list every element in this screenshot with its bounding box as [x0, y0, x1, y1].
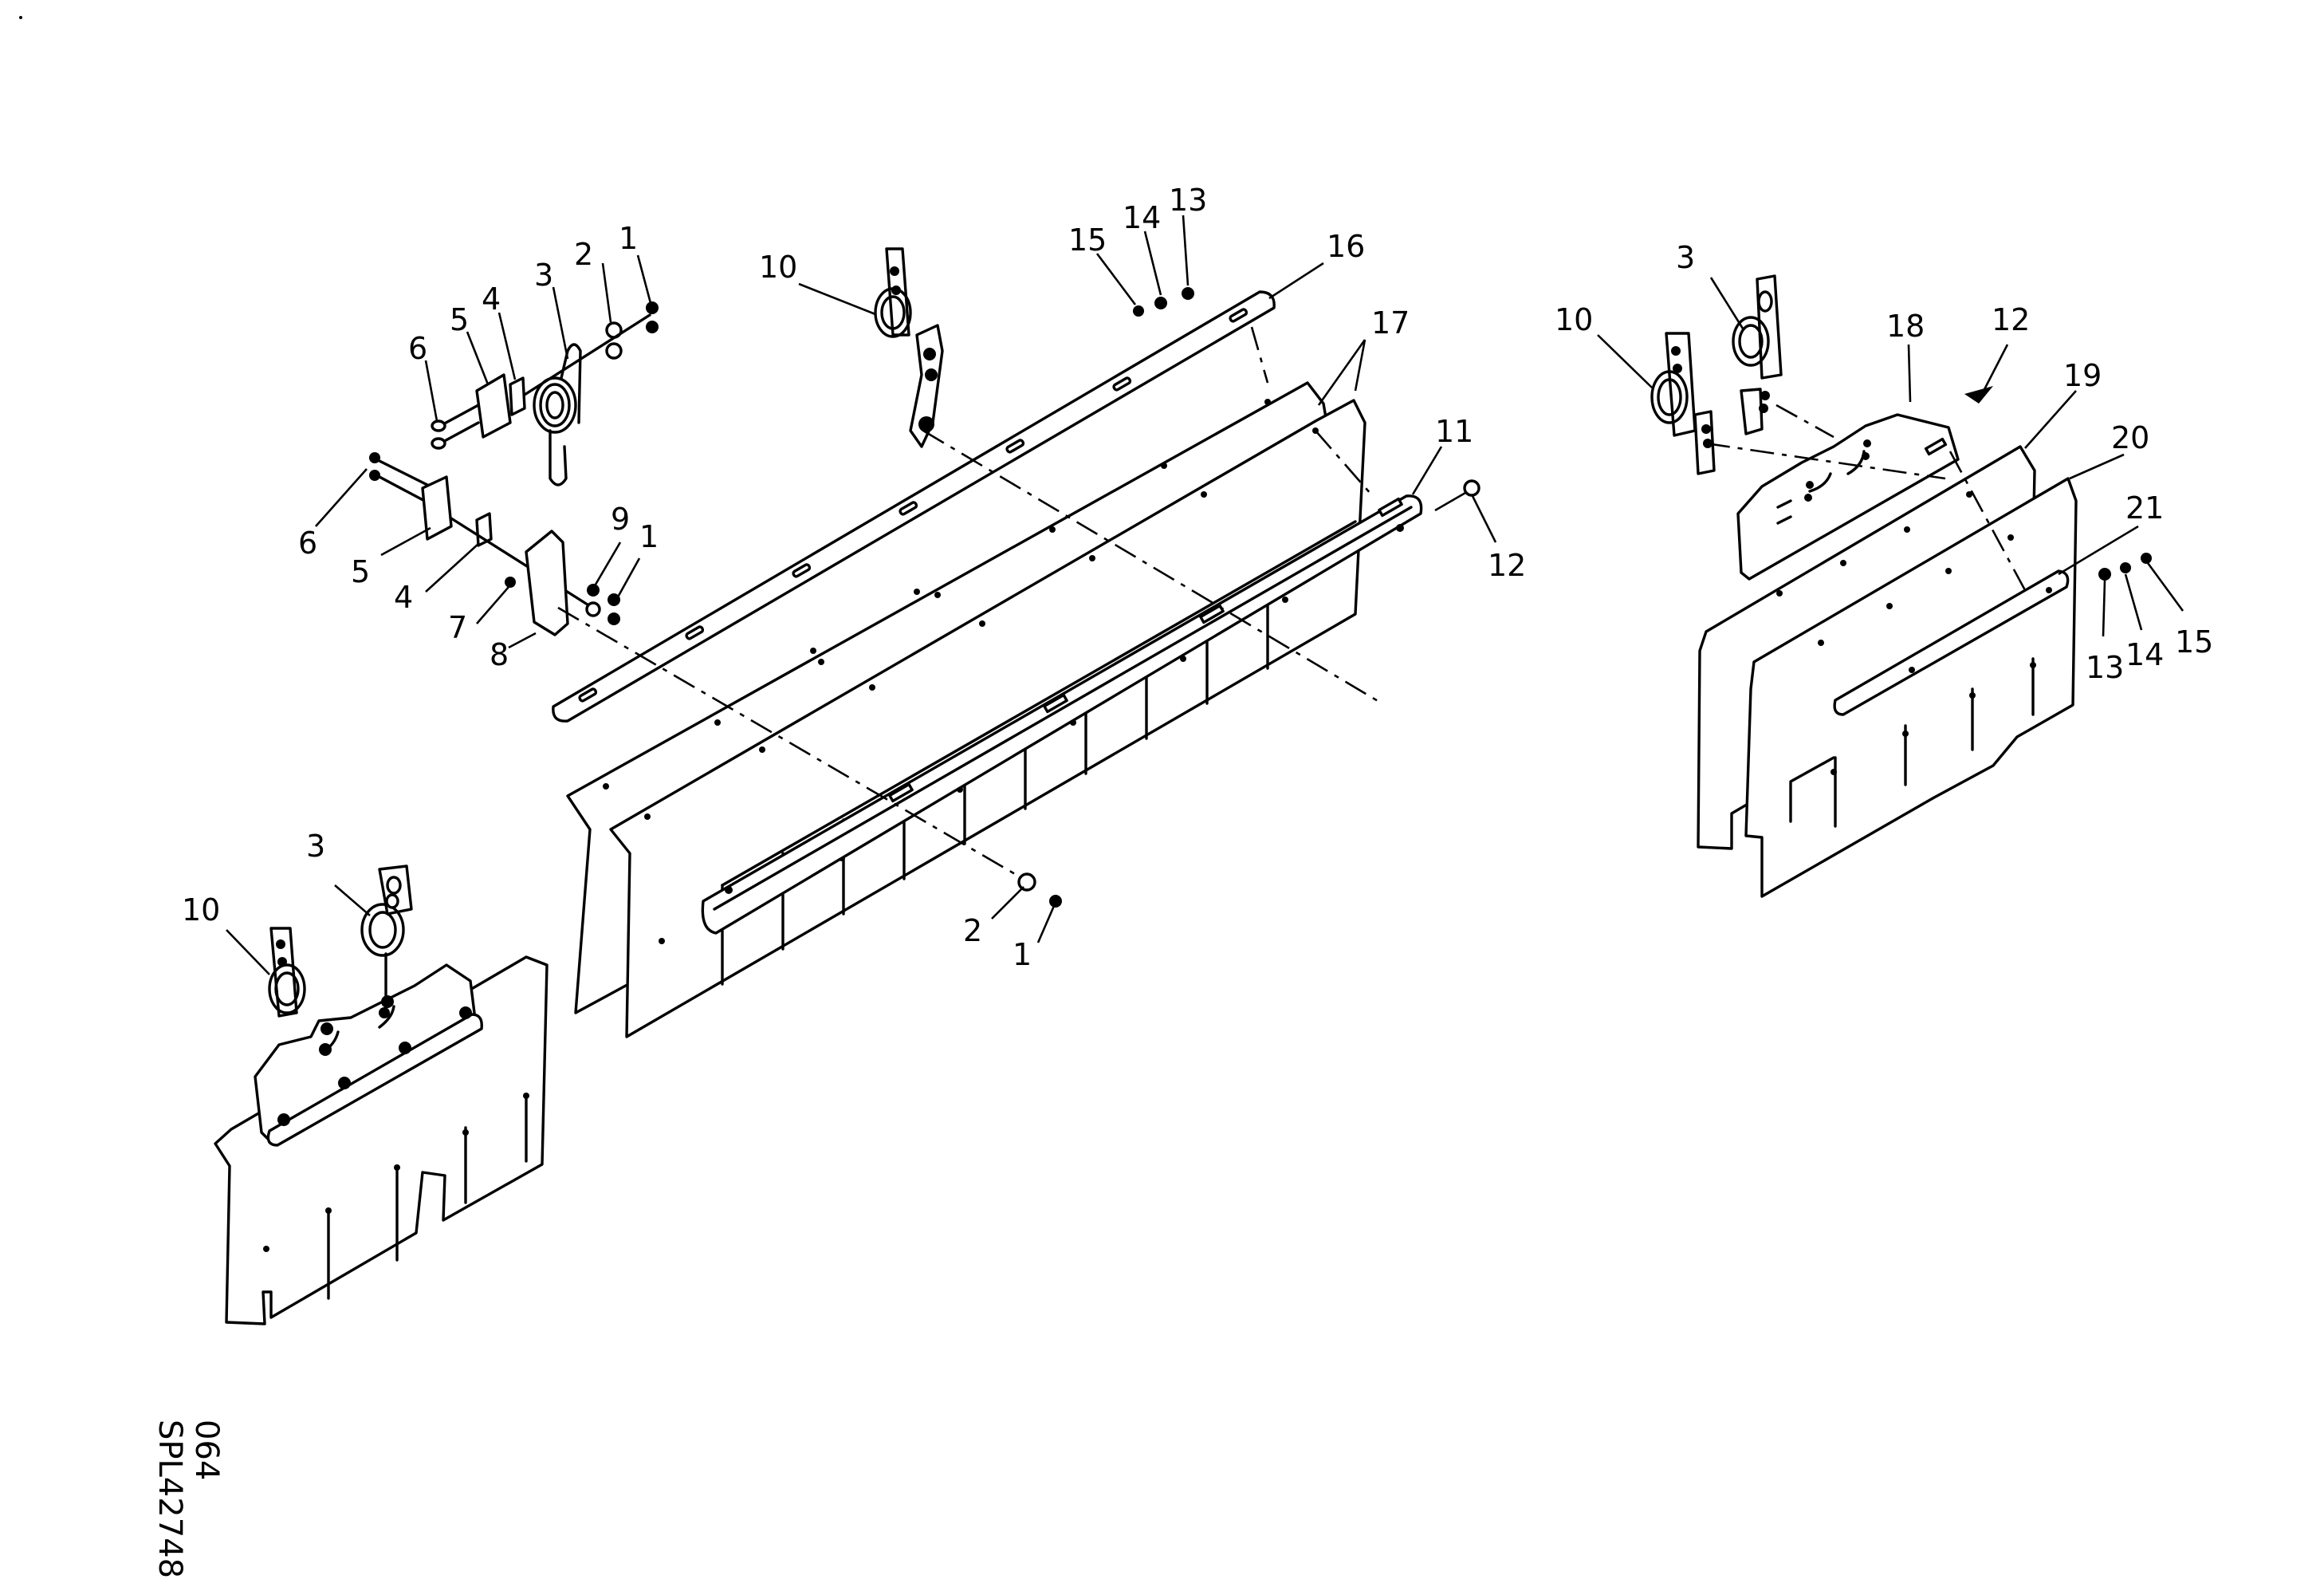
callout-11: 11 [1435, 414, 1473, 449]
callout-17: 17 [1371, 305, 1410, 341]
spacer [509, 376, 526, 416]
callout-9: 9 [611, 502, 630, 537]
callout-5: 5 [450, 302, 469, 337]
callout-10-bottom-left: 10 [182, 892, 220, 927]
callout-1-center: 1 [1013, 937, 1032, 972]
callout-19: 19 [2063, 358, 2102, 393]
drawing-code-line-1: SPL42748 [151, 1420, 188, 1578]
callout-4-lower: 4 [394, 580, 413, 615]
nut [646, 301, 659, 314]
top-mounting-bar [552, 290, 1276, 723]
torsion-spring [533, 343, 582, 486]
drawing-code: SPL42748 064 [151, 1420, 225, 1578]
callout-12: 12 [1488, 548, 1526, 583]
callout-14: 14 [1123, 200, 1161, 235]
bracket-plate [475, 373, 512, 439]
callout-6-lower: 6 [298, 526, 317, 561]
callout-1-lower: 1 [639, 519, 659, 554]
callout-14-right: 14 [2125, 637, 2164, 672]
left-hardware-assembly [369, 301, 659, 636]
corner-mark [19, 16, 22, 19]
callout-10-right: 10 [1555, 302, 1593, 337]
callout-8: 8 [490, 637, 509, 672]
lower-mounting-bar [701, 494, 1423, 935]
callout-18: 18 [1886, 309, 1925, 344]
callout-21: 21 [2125, 490, 2164, 526]
callout-15: 15 [1068, 223, 1107, 258]
right-assembly [1650, 274, 2152, 898]
leader-lines [226, 215, 2184, 975]
drawing-code-line-2: 064 [188, 1420, 225, 1480]
callout-3: 3 [534, 258, 553, 293]
right-mount-plate [1736, 413, 1960, 581]
callout-13: 13 [1169, 183, 1207, 218]
callout-16: 16 [1327, 229, 1365, 264]
callout-3-right: 3 [1676, 240, 1695, 275]
callout-5-lower: 5 [351, 554, 370, 589]
callout-4: 4 [482, 282, 501, 317]
callout-3-bottom-left: 3 [306, 829, 325, 864]
left-skirt-panel [214, 955, 549, 1325]
nut [646, 321, 659, 333]
callout-13-right: 13 [2086, 650, 2124, 685]
bottom-left-assembly [214, 864, 549, 1325]
washer [605, 342, 623, 360]
callout-6: 6 [408, 331, 427, 366]
center-spring-bracket [874, 247, 944, 448]
hinge-bracket [525, 530, 569, 636]
right-panel-front [1744, 477, 2078, 898]
left-strip [266, 1013, 483, 1147]
callout-15-right: 15 [2175, 624, 2213, 660]
panel-fixing-dots [603, 399, 1319, 820]
bracket-plate-lower [421, 475, 453, 541]
callout-12-right: 12 [1992, 302, 2030, 337]
central-panel-assembly [552, 247, 1481, 1038]
callout-labels: 1 2 3 4 5 6 6 5 4 7 8 9 1 10 15 14 13 16… [182, 183, 2213, 972]
callout-7: 7 [448, 610, 467, 645]
callout-2-center: 2 [963, 913, 982, 948]
callout-10: 10 [759, 250, 797, 285]
callout-1: 1 [619, 221, 638, 256]
callout-2: 2 [574, 237, 593, 272]
callout-20: 20 [2111, 420, 2149, 455]
